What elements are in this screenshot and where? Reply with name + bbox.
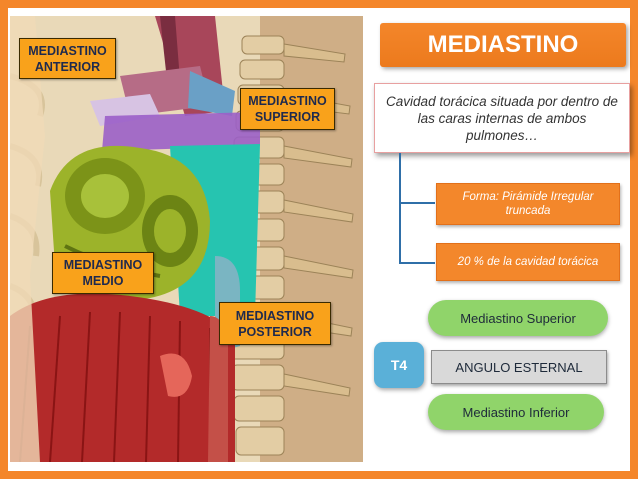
connector-lines bbox=[399, 153, 435, 264]
division-inferior-pill: Mediastino Inferior bbox=[428, 394, 604, 430]
slide-title: MEDIASTINO bbox=[380, 23, 626, 67]
vertebra-badge: T4 bbox=[374, 342, 424, 388]
label-mediastino-superior: MEDIASTINO SUPERIOR bbox=[240, 88, 335, 130]
anatomy-illustration bbox=[10, 16, 363, 462]
label-mediastino-medio: MEDIASTINO MEDIO bbox=[52, 252, 154, 294]
description-box: Cavidad torácica situada por dentro de l… bbox=[374, 83, 630, 153]
shape-box: Forma: Pirámide Irregular truncada bbox=[436, 183, 620, 225]
sternal-angle-box: ANGULO ESTERNAL bbox=[431, 350, 607, 384]
percentage-box: 20 % de la cavidad torácica bbox=[436, 243, 620, 281]
label-mediastino-anterior: MEDIASTINO ANTERIOR bbox=[19, 38, 116, 79]
division-superior-pill: Mediastino Superior bbox=[428, 300, 608, 336]
label-mediastino-posterior: MEDIASTINO POSTERIOR bbox=[219, 302, 331, 345]
